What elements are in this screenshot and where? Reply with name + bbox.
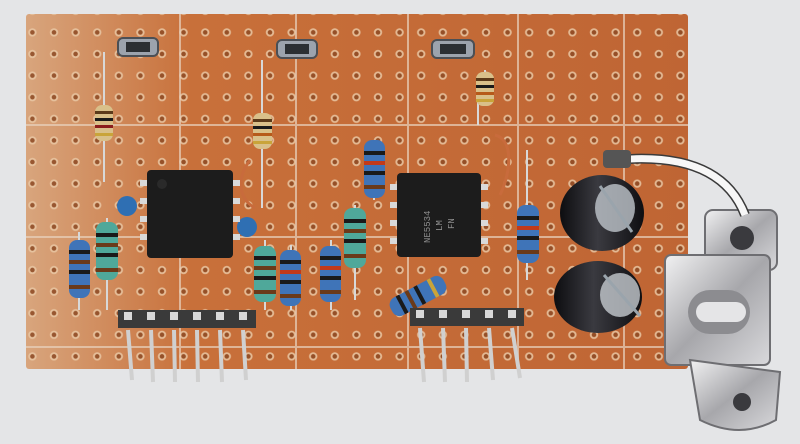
resistor-teal-1 (96, 222, 118, 280)
ic-right: NE5534 LM FN (390, 173, 488, 257)
electrolytic-capacitor-bottom (554, 261, 642, 333)
resistor-blue-5 (517, 205, 539, 263)
ic-left (140, 170, 240, 258)
cable-jacket (614, 155, 749, 217)
ic-right-marking-1: NE5534 (423, 211, 433, 243)
resistor-blue-4 (364, 140, 385, 198)
pin-header-left (118, 310, 256, 383)
resistor-beige-1 (95, 105, 113, 141)
electrolytic-capacitor-top (560, 175, 644, 251)
smd-component-1 (117, 37, 159, 57)
resistor-blue-1 (69, 240, 90, 298)
smd-component-3 (431, 39, 475, 59)
resistor-blue-diagonal (389, 275, 447, 317)
resistor-beige-3 (476, 72, 494, 106)
smd-component-2 (276, 39, 318, 59)
resistor-beige-2 (253, 113, 272, 149)
resistor-blue-2 (280, 250, 301, 306)
resistor-teal-3 (344, 208, 366, 268)
pin-header-right (410, 308, 524, 383)
audio-jack-connector (664, 209, 782, 431)
ic-right-marking-2: LM (435, 220, 445, 231)
resistor-teal-2 (254, 246, 276, 302)
resistor-blue-3 (320, 246, 341, 302)
ceramic-capacitor-2 (237, 217, 257, 237)
ceramic-capacitor-1 (117, 196, 137, 216)
ic-right-marking-3: FN (447, 218, 457, 229)
bent-lead (494, 133, 511, 196)
bent-lead-2 (239, 159, 256, 210)
cable-end-sleeve (603, 150, 631, 168)
